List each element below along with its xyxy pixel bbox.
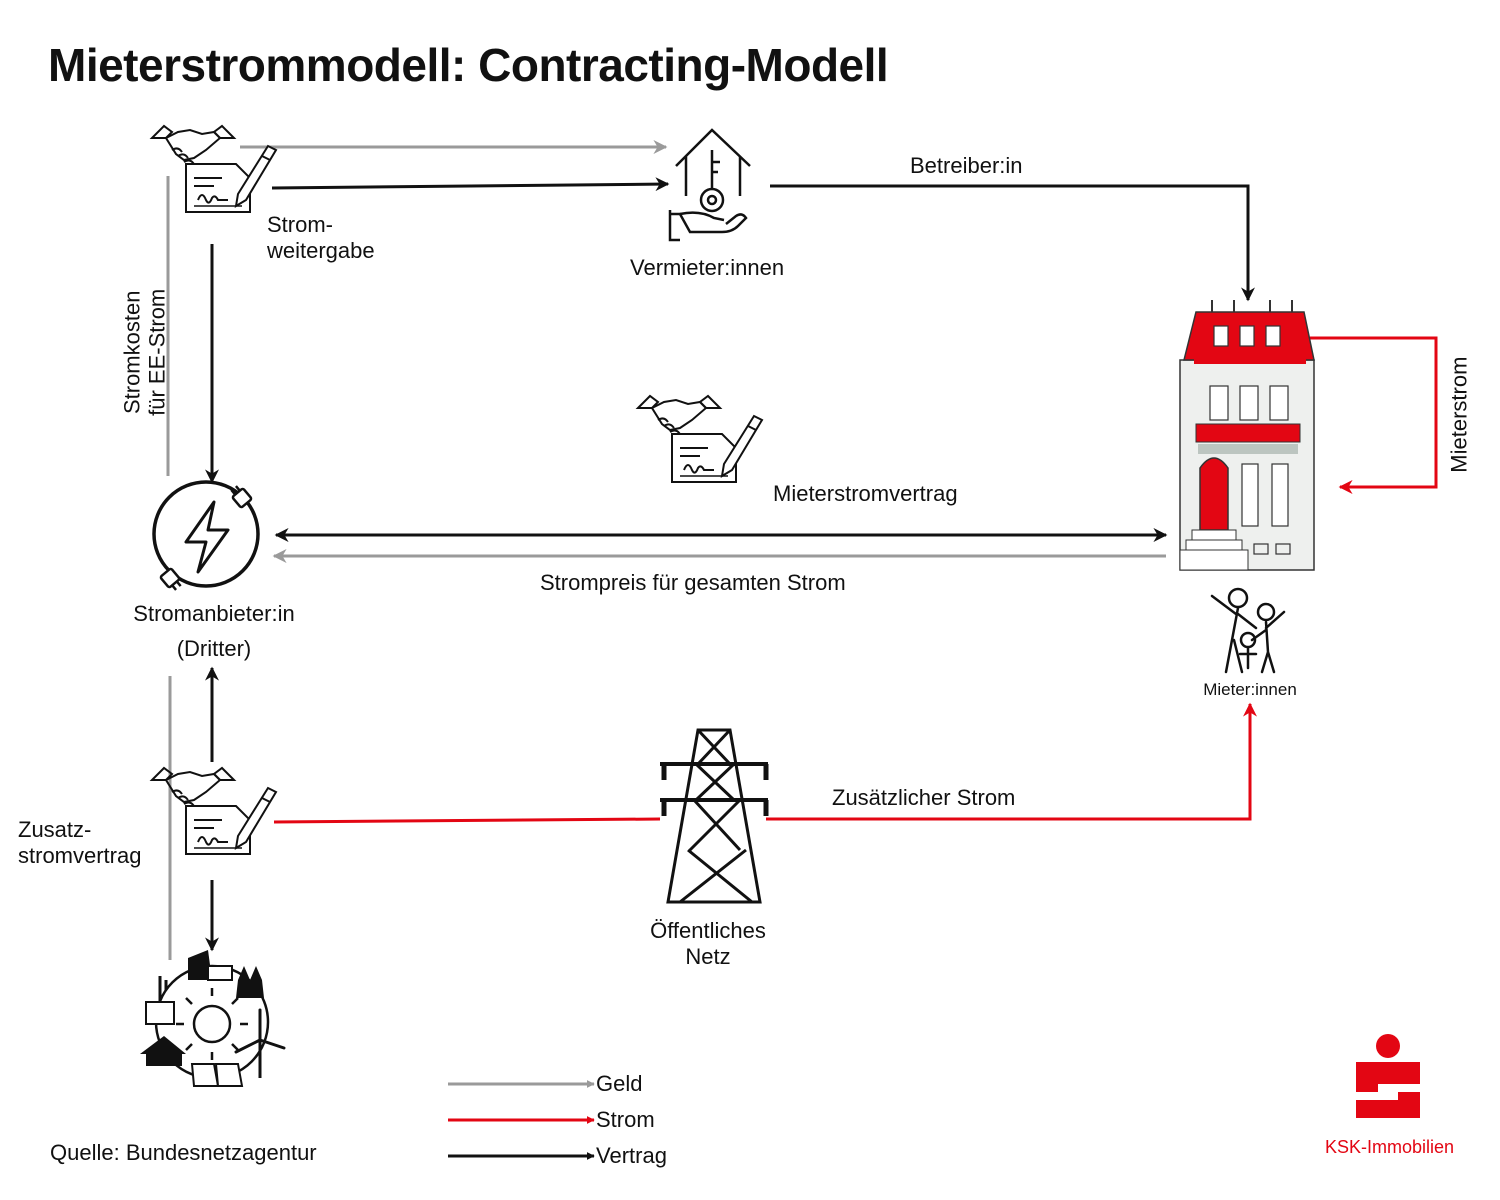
legend-geld-label: Geld — [596, 1071, 643, 1096]
tenants-family-icon — [1210, 587, 1286, 674]
stromweitergabe-contract-icon — [151, 125, 277, 213]
power-provider-icon — [152, 480, 260, 591]
stromanbieter-label: Stromanbieter:in — [133, 601, 295, 626]
power-arrows — [273, 336, 1438, 824]
stromanbieter-sub-label: (Dritter) — [176, 636, 252, 661]
stromkosten-label: Stromkosten für EE-Strom — [119, 288, 170, 416]
mieterstrom-label: Mieterstrom — [1446, 356, 1472, 473]
energy-sources-icon — [140, 950, 286, 1087]
contract-arrows — [205, 177, 1255, 952]
brand-label: KSK-Immobilien — [1324, 1137, 1454, 1157]
zusaetzlich-label: Zusätzlicher Strom — [832, 785, 1016, 810]
source-label: Quelle: Bundesnetzagentur — [50, 1140, 317, 1165]
mieter-label: Mieter:innen — [1203, 680, 1297, 699]
landlord-key-icon — [668, 128, 751, 242]
money-arrows — [166, 140, 1166, 960]
mieterstromvertrag-contract-icon — [637, 395, 763, 483]
zusatzstromvertrag-label: Zusatz- stromvertrag — [18, 817, 142, 869]
legend-strom-label: Strom — [596, 1107, 655, 1132]
power-pylon-icon — [660, 728, 769, 904]
legend — [448, 1080, 595, 1160]
ksk-logo-icon — [1356, 1034, 1420, 1118]
page-title: Mieterstrommodell: Contracting-Modell — [48, 39, 889, 91]
netz-label: Öffentliches Netz — [650, 918, 766, 970]
stromweitergabe-label: Strom- weitergabe — [267, 212, 375, 264]
vermieter-label: Vermieter:innen — [630, 255, 785, 280]
apartment-building-icon — [1179, 300, 1315, 571]
legend-vertrag-label: Vertrag — [596, 1143, 667, 1168]
mieterstromvertrag-label: Mieterstromvertrag — [773, 481, 958, 506]
strompreis-label: Strompreis für gesamten Strom — [540, 570, 846, 595]
betreiber-label: Betreiber:in — [910, 153, 1023, 178]
